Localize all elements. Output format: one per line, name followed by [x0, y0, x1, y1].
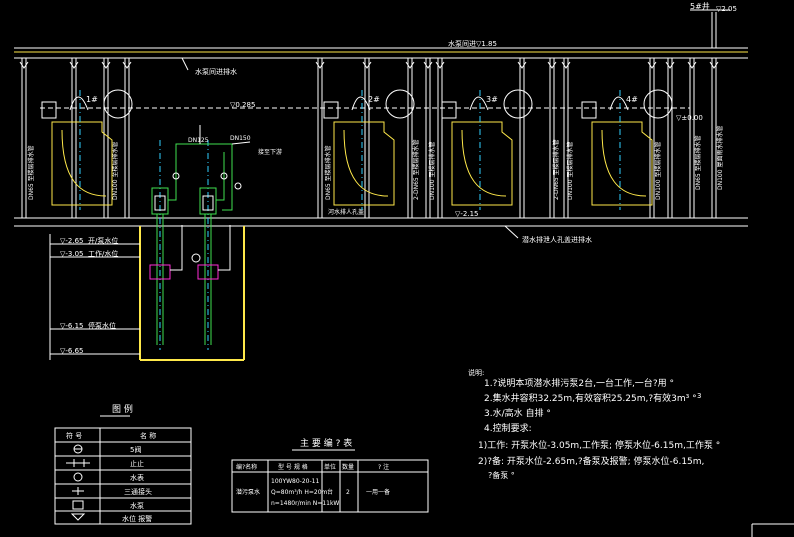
vlabel-1: DN65 至楼层排水管 [27, 145, 35, 200]
level-1-label: 开/泵水位 [88, 236, 118, 245]
pump-4-casing [591, 121, 653, 206]
pump-2-flange [323, 101, 339, 119]
pump-3-motor [503, 89, 533, 119]
pump-2-label: 2# [368, 95, 380, 104]
elev-0285: ▽0.285 [230, 101, 255, 109]
pump-units: 1# 2# 3# 4# [41, 89, 673, 210]
note-line-6: 2)?备: 开泵水位-2.65m,?备泵及报警; 停泵水位-6.15m, [478, 455, 704, 467]
pump-3-casing [451, 121, 513, 206]
note-line-5: 1)工作: 开泵水位-3.05m,工作泵; 停泵水位-6.15m,工作泵 ° [478, 439, 720, 451]
mid-label: 河水排人孔盖 [328, 208, 364, 216]
eq-row-spec-3: n=1480r/min N=11kW [271, 500, 339, 507]
pump-1-casing [51, 121, 113, 206]
eq-row-name: 潜污泵水 [236, 488, 260, 496]
pump-1-label: 1# [86, 95, 98, 104]
note-line-7: ?备泵 ° [488, 470, 515, 480]
legend-row-6: 水位 报警 [122, 514, 152, 523]
notes: 说明: 1.?说明本项潜水排污泵2台,一台工作,一台?用 ° 2.集水井容积32… [468, 368, 720, 480]
vlabel-2: DN100 至楼层排水管 [111, 142, 119, 200]
level-1-elev: ▽-2.65 [60, 237, 84, 245]
eq-row-spec-1: 100YW80-20-11 [271, 478, 319, 485]
legend-row-2: 止止 [130, 459, 144, 468]
pipe-top-elev: ▽1.85 [476, 40, 497, 48]
elev-000: ▽±0.00 [676, 114, 703, 122]
water-levels [49, 234, 140, 360]
legend-table: 图 例 符 号 名 称 5阀 止止 水表 三通接头 水泵 水位 报警 [54, 403, 192, 525]
pump-4-flange [581, 101, 597, 119]
top-right-label: 5#井 [690, 1, 710, 11]
eq-header-name: 编?名称 [236, 463, 257, 471]
legend-header-name: 名 称 [140, 431, 156, 440]
note-line-1: 1.?说明本项潜水排污泵2台,一台工作,一台?用 ° [484, 377, 674, 389]
note-line-4: 4.控制要求: [484, 422, 532, 434]
eq-header-unit: 单位 [324, 463, 336, 471]
equipment-title: 主 要 编 ? 表 [300, 437, 352, 449]
vlabel-7: DN100 至楼层排水管 [566, 142, 574, 200]
vlabel-8: DN100 至楼层排水管 [654, 142, 662, 200]
pump-1-flange [41, 101, 57, 119]
level-2-elev: ▽-3.05 [60, 250, 84, 258]
eq-header-remark: ? 注 [378, 463, 389, 471]
pipe-dn125: DN125 [188, 137, 209, 144]
vlabel-6: 2-DN65 至楼层排水管 [552, 139, 560, 200]
sump-pump-assembly [139, 125, 251, 361]
pump-1-motor [103, 89, 133, 119]
pipe-dn150: DN150 [230, 135, 251, 142]
pump-1-volute [61, 129, 107, 197]
level-2-label: 工作/水位 [88, 249, 118, 258]
pump-2-casing [333, 121, 395, 206]
frame-corner [751, 523, 794, 537]
pump-4-hook [609, 96, 629, 111]
vlabel-5: DN100 至楼层排水管 [428, 142, 436, 200]
drop-pipes [19, 58, 719, 218]
legend-row-1: 5阀 [130, 445, 141, 454]
pump-3-flange [441, 101, 457, 119]
pump-3-volute [461, 129, 507, 197]
vlabel-4: 2-DN65 至楼层排水管 [412, 139, 420, 200]
pump-3-hook [469, 96, 489, 111]
legend-title: 图 例 [112, 403, 133, 415]
pump-4-label: 4# [626, 95, 638, 104]
legend-row-3: 水表 [130, 473, 144, 482]
legend-header-symbol: 符 号 [66, 431, 82, 440]
leader-line [181, 57, 189, 71]
vertical-labels: DN65 至楼层排水管 DN100 至楼层排水管 DN65 至楼层排水管 2-D… [27, 126, 724, 200]
bottom-pipe-label: 潜水排泄人孔盖进排水 [522, 235, 592, 244]
legend-row-4: 三通接头 [124, 487, 152, 496]
pipe-top-label: 水泵间进 [448, 39, 476, 48]
note-line-3: 3.水/高水 自排 ° [484, 407, 551, 419]
pump-2-motor [385, 89, 415, 119]
pump-4-motor [643, 89, 673, 119]
vlabel-10: DN100 屋面雨水排水管 [716, 126, 724, 190]
eq-row-remark: 一用一备 [366, 488, 390, 496]
note-line-2: 2.集水井容积32.25m,有效容积25.25m,?有效3m³ ° [484, 392, 697, 404]
note-down: 接至下游 [258, 148, 282, 156]
eq-header-spec: 型 号 规 格 [278, 463, 308, 471]
notes-title: 说明: [468, 368, 484, 377]
level-3-elev: ▽-6.15 [60, 322, 84, 330]
top-right-elev: ▽2.05 [716, 5, 737, 13]
eq-row-spec-2: Q=80m³/h H=20m [271, 489, 328, 496]
vlabel-9: DN65 至楼层排水管 [694, 135, 702, 190]
eq-row-unit: 台 [327, 488, 333, 496]
note-side-mark: 3 [697, 392, 701, 400]
elev-m215: ▽-2.15 [455, 210, 479, 218]
pump-3-label: 3# [486, 95, 498, 104]
legend-row-5: 水泵 [130, 501, 144, 510]
pump-4-volute [601, 129, 647, 197]
vlabel-3: DN65 至楼层排水管 [324, 145, 332, 200]
eq-header-qty: 数量 [342, 463, 354, 471]
level-4-elev: ▽-6.65 [60, 347, 84, 355]
pump-1-hook [69, 96, 89, 111]
eq-row-qty: 2 [346, 489, 350, 496]
pipe-label-2: 水泵间进排水 [195, 67, 237, 76]
pump-2-hook [351, 96, 371, 111]
pump-2-volute [343, 129, 389, 197]
equipment-table: 主 要 编 ? 表 编?名称 型 号 规 格 单位 数量 ? 注 潜污泵水 10… [231, 437, 429, 513]
leader-line-2 [504, 225, 519, 239]
level-3-label: 停泵水位 [88, 321, 116, 330]
